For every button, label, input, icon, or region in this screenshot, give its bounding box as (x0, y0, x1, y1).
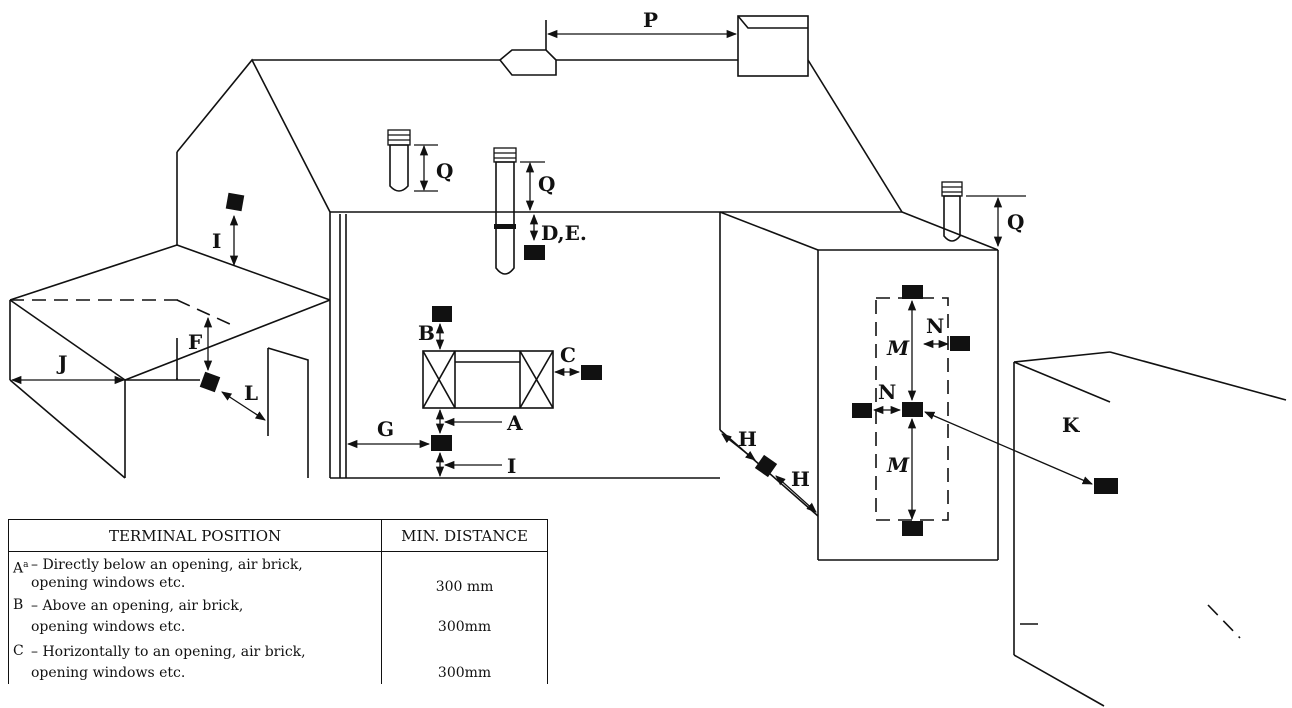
header-min-distance: MIN. DISTANCE (381, 519, 548, 552)
label-N-top: N (926, 314, 944, 338)
flue-terminals (199, 192, 1118, 536)
row-distance: 300mm (437, 665, 492, 681)
terminal-I-wall (225, 192, 245, 212)
label-K: K (1062, 413, 1080, 437)
dimension-labels: P Q Q D,E. Q I J F L B C A G I H H M N N… (56, 8, 1080, 491)
row-key: A (13, 560, 24, 577)
clearance-table: TERMINAL POSITION MIN. DISTANCE Aa – Dir… (7, 519, 548, 684)
label-L: L (244, 381, 258, 405)
terminal-distance-table: TERMINAL POSITION MIN. DISTANCE Aa – Dir… (7, 519, 548, 684)
label-H-left: H (738, 427, 757, 451)
dimension-arrows (10, 29, 1093, 521)
label-A: A (506, 411, 523, 435)
row-distance: 300 mm (435, 579, 494, 595)
table-row: Aa – Directly below an opening, air bric… (7, 551, 548, 596)
row-description: – Horizontally to an opening, air brick,… (31, 644, 306, 681)
label-N-mid: N (878, 380, 896, 404)
label-H-right: H (791, 467, 810, 491)
house-outline (176, 58, 999, 561)
label-F: F (188, 330, 202, 354)
label-Q-right: Q (1007, 210, 1024, 234)
label-M-top: M (886, 336, 910, 360)
row-distance: 300mm (437, 619, 492, 635)
row-description: – Above an opening, air brick, opening w… (31, 598, 244, 635)
label-C: C (560, 343, 576, 367)
row-key: B (13, 597, 24, 613)
row-description: – Directly below an opening, air brick, … (31, 557, 303, 591)
flue-pipes (387, 129, 963, 275)
adjacent-building (1013, 351, 1287, 707)
label-I-wall: I (212, 229, 221, 253)
label-DE: D,E. (541, 221, 587, 245)
table-row: B – Above an opening, air brick, opening… (7, 596, 548, 638)
label-J: J (56, 351, 67, 375)
label-I-front: I (507, 454, 516, 478)
row-superscript: a (23, 560, 29, 570)
carport-structure (9, 244, 331, 479)
label-Q-center: Q (538, 172, 555, 196)
label-G: G (377, 417, 394, 441)
label-M-bottom: M (886, 453, 910, 477)
table-row: C – Horizontally to an opening, air bric… (7, 638, 548, 684)
label-B: B (418, 321, 435, 345)
row-key: C (13, 643, 24, 659)
table-header-row: TERMINAL POSITION MIN. DISTANCE (7, 519, 548, 552)
header-terminal-position: TERMINAL POSITION (7, 519, 383, 552)
label-Q-left: Q (436, 159, 453, 183)
chimney-stacks (498, 15, 809, 77)
label-P: P (643, 8, 658, 32)
